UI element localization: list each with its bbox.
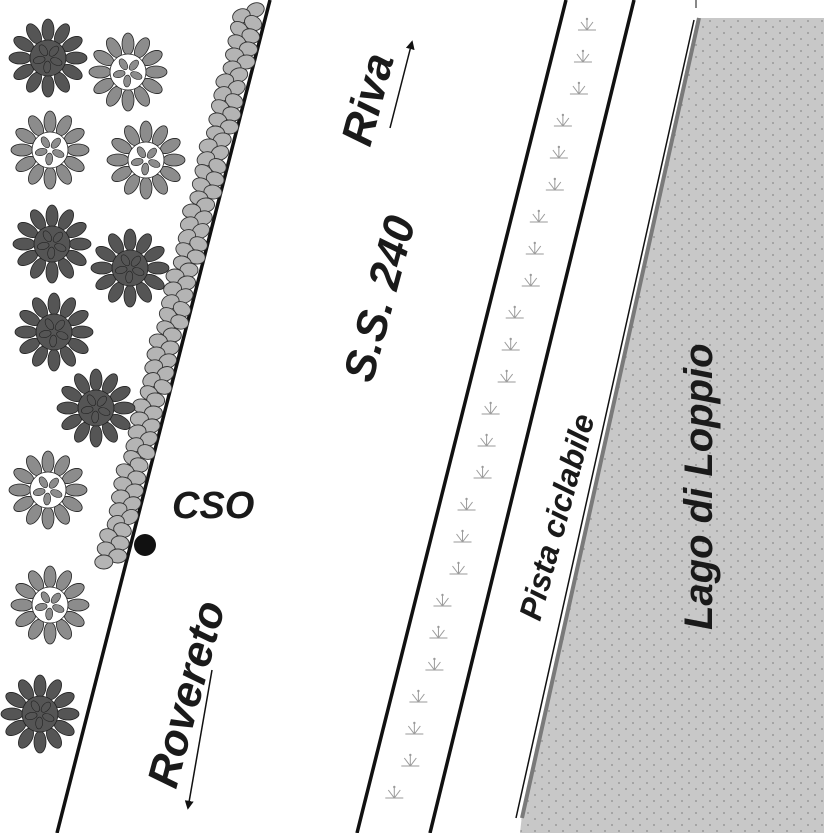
grass-tuft-icon	[429, 625, 448, 639]
bike-path-edge	[428, 0, 636, 833]
grass-tuft-icon	[449, 561, 468, 575]
grass-tuft-icon	[453, 529, 472, 543]
grass-tuft-icon	[401, 753, 420, 767]
grass-tuft-icon	[497, 369, 516, 383]
grass-tuft-icon	[433, 593, 452, 607]
direction-arrow-icon	[389, 40, 415, 129]
grass-tuft-icon	[573, 49, 592, 63]
grass-tuft-icon	[477, 433, 496, 447]
rock-wall	[94, 2, 265, 570]
point-marker-icon	[134, 534, 156, 556]
grass-tuft-icon	[521, 273, 540, 287]
grass-tuft-icon	[409, 689, 428, 703]
tree-icon	[88, 32, 168, 112]
rock-icon	[186, 249, 206, 265]
lake-shore-edge	[520, 17, 701, 819]
road-west-edge	[55, 0, 272, 833]
rock-icon	[94, 554, 114, 570]
rock-icon	[153, 379, 173, 395]
grass-tuft-icon	[545, 177, 564, 191]
lake-shore-line	[515, 19, 695, 819]
point-label: CSO	[172, 485, 254, 527]
direction-north-label: Riva	[332, 48, 403, 150]
grass-tuft-icon	[505, 305, 524, 319]
tree-icon	[90, 228, 170, 308]
tree-icon	[8, 18, 88, 98]
tree-icon	[56, 368, 136, 448]
tree-group	[0, 18, 186, 754]
grass-tuft-icon	[481, 401, 500, 415]
grass-tuft-icon	[529, 209, 548, 223]
grass-tuft-icon	[425, 657, 444, 671]
road-label: S.S. 240	[334, 210, 425, 386]
lake-label: Lago di Loppio	[677, 343, 721, 630]
direction-south-label: Rovereto	[138, 596, 235, 793]
tree-icon	[14, 292, 94, 372]
direction-arrow-icon	[184, 669, 213, 810]
rock-icon	[137, 444, 156, 460]
lake-area	[520, 18, 824, 833]
grass-tuft-icon	[405, 721, 424, 735]
tree-icon	[10, 565, 90, 645]
grass-tuft-icon	[569, 81, 588, 95]
grass-tuft-icon	[473, 465, 492, 479]
tree-icon	[10, 110, 90, 190]
tree-icon	[0, 674, 80, 754]
grass-tuft-icon	[577, 17, 596, 31]
rock-icon	[203, 184, 223, 200]
grass-tuft-icon	[525, 241, 544, 255]
grass-tuft-icon	[385, 785, 404, 799]
grass-verge	[385, 17, 596, 799]
grass-tuft-icon	[549, 145, 568, 159]
grass-tuft-icon	[501, 337, 520, 351]
road-east-edge	[355, 0, 568, 833]
tree-icon	[12, 204, 92, 284]
tree-icon	[106, 120, 186, 200]
rock-icon	[170, 314, 190, 330]
tree-icon	[8, 450, 88, 530]
grass-tuft-icon	[457, 497, 476, 511]
grass-tuft-icon	[553, 113, 572, 127]
